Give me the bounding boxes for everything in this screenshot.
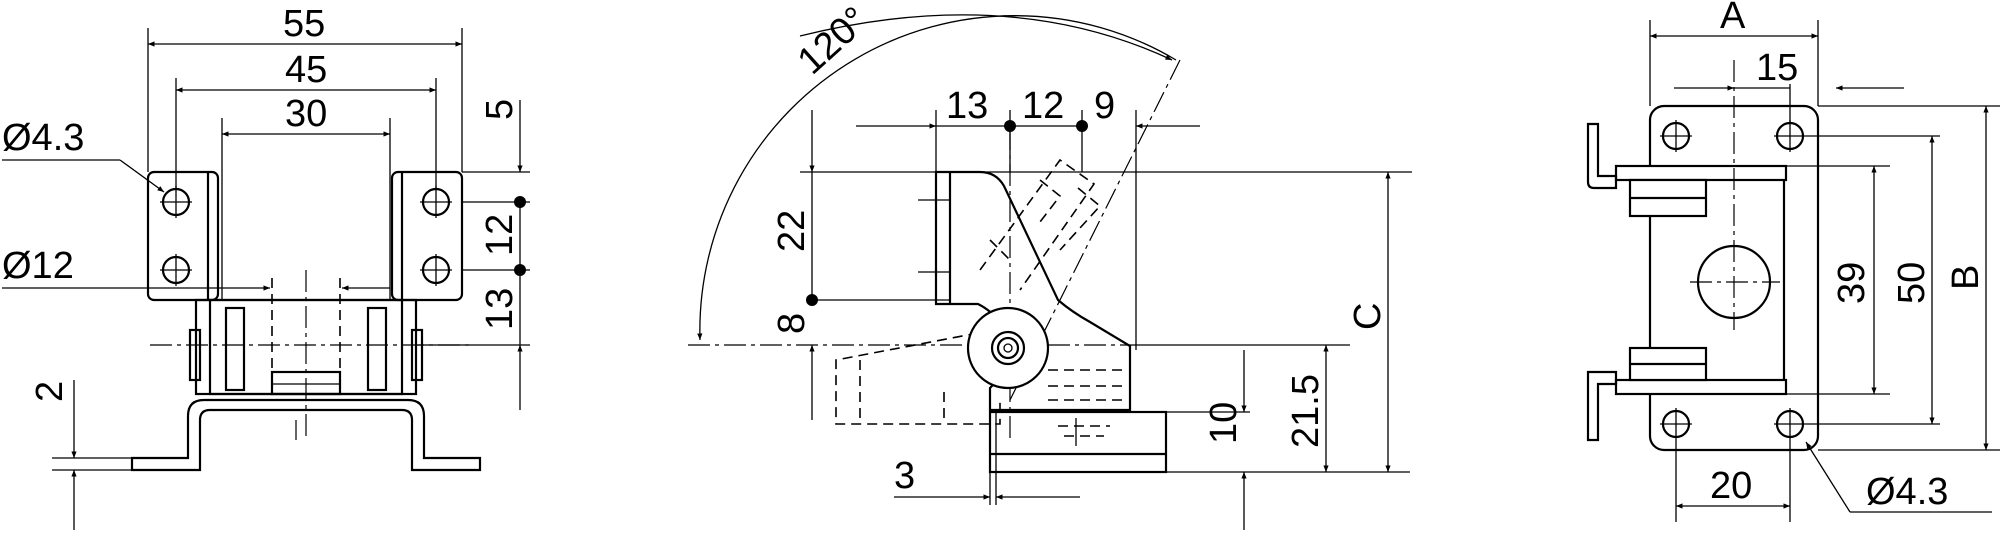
dim-thickness: 2 [29,381,71,402]
dim-v1: 22 [771,210,813,252]
dim-v-bot: 13 [479,288,521,330]
dim-hole-right: Ø4.3 [1866,471,1948,513]
left-view: 55 45 30 Ø4.3 Ø12 2 5 12 13 [2,3,530,530]
dim-v2: 8 [771,313,813,334]
dim-h1: 13 [946,85,988,127]
dim-bottom: 3 [894,455,915,497]
dim-v39: 39 [1831,262,1873,304]
dim-v-right2: 21.5 [1285,374,1327,448]
dim-vB: B [1945,265,1987,290]
dim-v-right3: C [1347,303,1389,330]
dim-hole-large: Ø12 [2,245,74,287]
dim-width-inner: 30 [285,93,327,135]
dim-v-mid: 12 [479,214,521,256]
dim-v-top: 5 [479,99,521,120]
dim-top-a: A [1720,0,1746,37]
dim-bottom20: 20 [1710,465,1752,507]
dim-v50: 50 [1891,262,1933,304]
middle-view: 120° 13 12 9 22 8 3 10 21.5 C [688,0,1412,530]
dim-top-15: 15 [1756,47,1798,89]
dim-width-mid: 45 [285,49,327,91]
dim-angle: 120° [790,0,877,83]
dim-h2: 12 [1022,85,1064,127]
dim-v-right1: 10 [1203,402,1245,444]
right-view: A 15 39 50 B 20 Ø4.3 [1586,0,2000,522]
dim-width-outer: 55 [283,3,325,45]
dim-h3: 9 [1094,85,1115,127]
dim-hole-small: Ø4.3 [2,117,84,159]
